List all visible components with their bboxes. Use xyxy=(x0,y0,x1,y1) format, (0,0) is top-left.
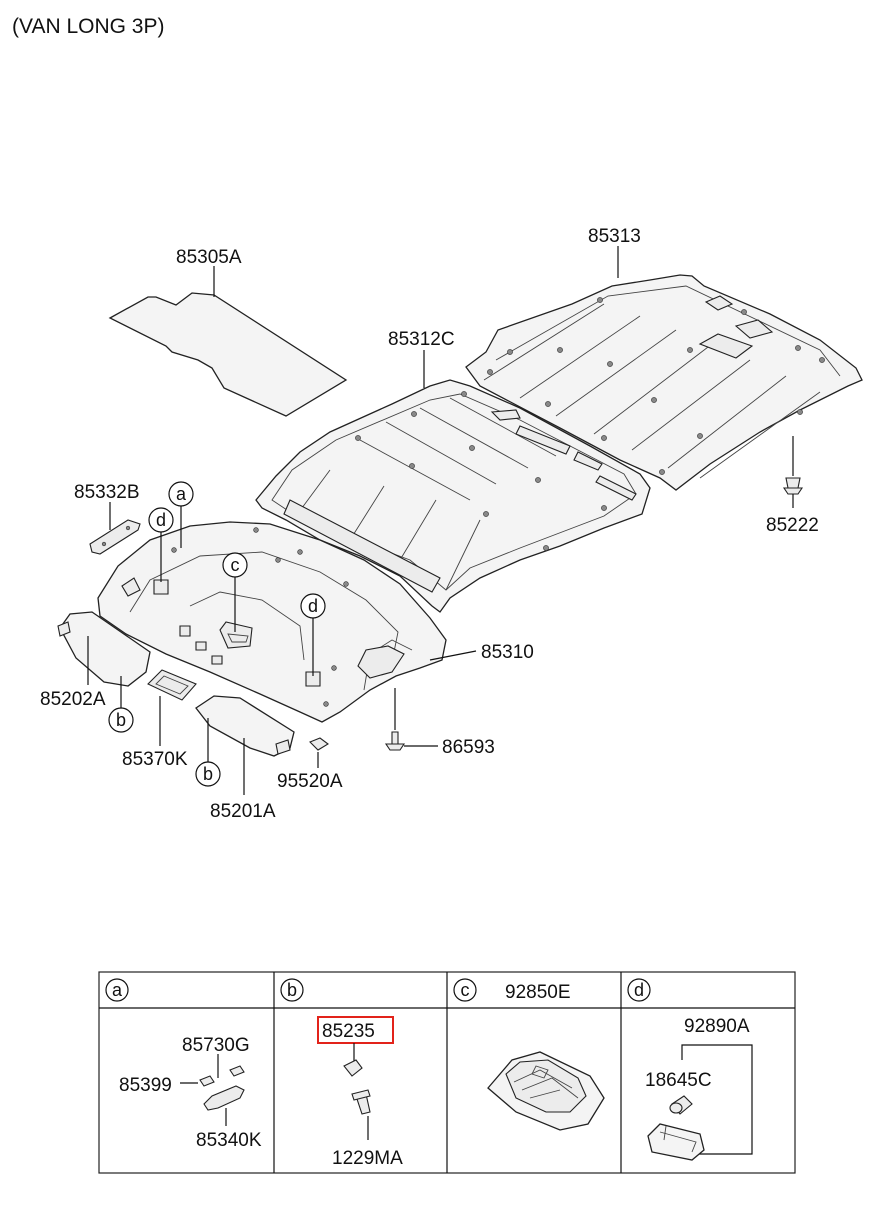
part-85312C-middle-headliner[interactable] xyxy=(255,379,651,613)
label-86593: 86593 xyxy=(442,737,495,758)
85310-holes xyxy=(171,527,349,707)
svg-text:d: d xyxy=(308,596,318,616)
85313-holes xyxy=(487,297,825,475)
svg-text:d: d xyxy=(156,510,166,530)
part-85235-holder[interactable] xyxy=(343,1059,363,1077)
cell-c-marker: c xyxy=(461,980,470,1000)
part-85370K-console[interactable] xyxy=(147,669,197,701)
part-85332B-bracket[interactable] xyxy=(89,519,141,555)
cell-a-part-85340K: 85340K xyxy=(196,1130,262,1151)
part-85202A-sunvisor-left[interactable] xyxy=(57,611,151,687)
part-85222-clip[interactable] xyxy=(782,477,804,495)
marker-d-left[interactable]: d xyxy=(148,507,174,582)
cell-b-part-1229MA: 1229MA xyxy=(332,1148,403,1169)
cell-a-marker: a xyxy=(112,980,123,1000)
cell-a-part-85730G: 85730G xyxy=(182,1035,250,1056)
svg-text:b: b xyxy=(116,710,126,730)
svg-text:c: c xyxy=(231,555,240,575)
cell-c-part-92850E: 92850E xyxy=(505,982,571,1003)
table-cell-c: c 92850E xyxy=(453,978,605,1131)
85312C-holes xyxy=(355,391,607,551)
cell-b-part-85235[interactable]: 85235 xyxy=(322,1021,375,1042)
part-85201A-sunvisor-right[interactable] xyxy=(195,695,295,757)
part-85310-front-headliner[interactable] xyxy=(97,521,447,723)
part-85340K-grip[interactable] xyxy=(199,1065,245,1111)
label-85370K: 85370K xyxy=(122,749,188,770)
cell-d-part-18645C: 18645C xyxy=(645,1070,712,1091)
diagram-title: (VAN LONG 3P) xyxy=(12,15,164,38)
svg-text:b: b xyxy=(203,764,213,784)
marker-b-left[interactable]: b xyxy=(108,676,134,733)
highlight-box-85235 xyxy=(317,1016,394,1044)
marker-d-right[interactable]: d xyxy=(300,593,326,676)
part-86593-screw[interactable] xyxy=(384,731,406,751)
part-85313-rear-headliner[interactable] xyxy=(465,274,863,491)
table-cell-b: b 85235 1229MA xyxy=(280,978,403,1169)
label-85222: 85222 xyxy=(766,515,819,536)
marker-a-top[interactable]: a xyxy=(168,481,194,548)
svg-text:a: a xyxy=(176,484,187,504)
part-85305A-pad[interactable] xyxy=(108,292,348,417)
marker-b-right[interactable]: b xyxy=(195,718,221,787)
cell-a-part-85399: 85399 xyxy=(119,1075,172,1096)
part-92890A-map-lamp[interactable] xyxy=(647,1123,705,1161)
cell-d-marker: d xyxy=(634,980,644,1000)
cell-d-part-92890A: 92890A xyxy=(684,1016,750,1037)
part-95520A-sensor[interactable] xyxy=(309,737,329,751)
table-cell-a: a 85730G 85399 85340K xyxy=(105,978,262,1151)
part-92850E-room-lamp[interactable] xyxy=(487,1051,605,1131)
label-85312C: 85312C xyxy=(388,329,455,350)
marker-c[interactable]: c xyxy=(222,552,248,632)
label-85305A: 85305A xyxy=(176,247,242,268)
cell-b-marker: b xyxy=(287,980,297,1000)
label-85202A: 85202A xyxy=(40,689,106,710)
label-85313: 85313 xyxy=(588,226,641,247)
part-18645C-bulb[interactable] xyxy=(669,1095,693,1115)
label-95520A: 95520A xyxy=(277,771,343,792)
label-85201A: 85201A xyxy=(210,801,276,822)
part-1229MA-screw[interactable] xyxy=(351,1089,371,1115)
table-cell-d: d 92890A 18645C xyxy=(627,978,753,1161)
label-85310: 85310 xyxy=(481,642,534,663)
label-85332B: 85332B xyxy=(74,482,140,503)
